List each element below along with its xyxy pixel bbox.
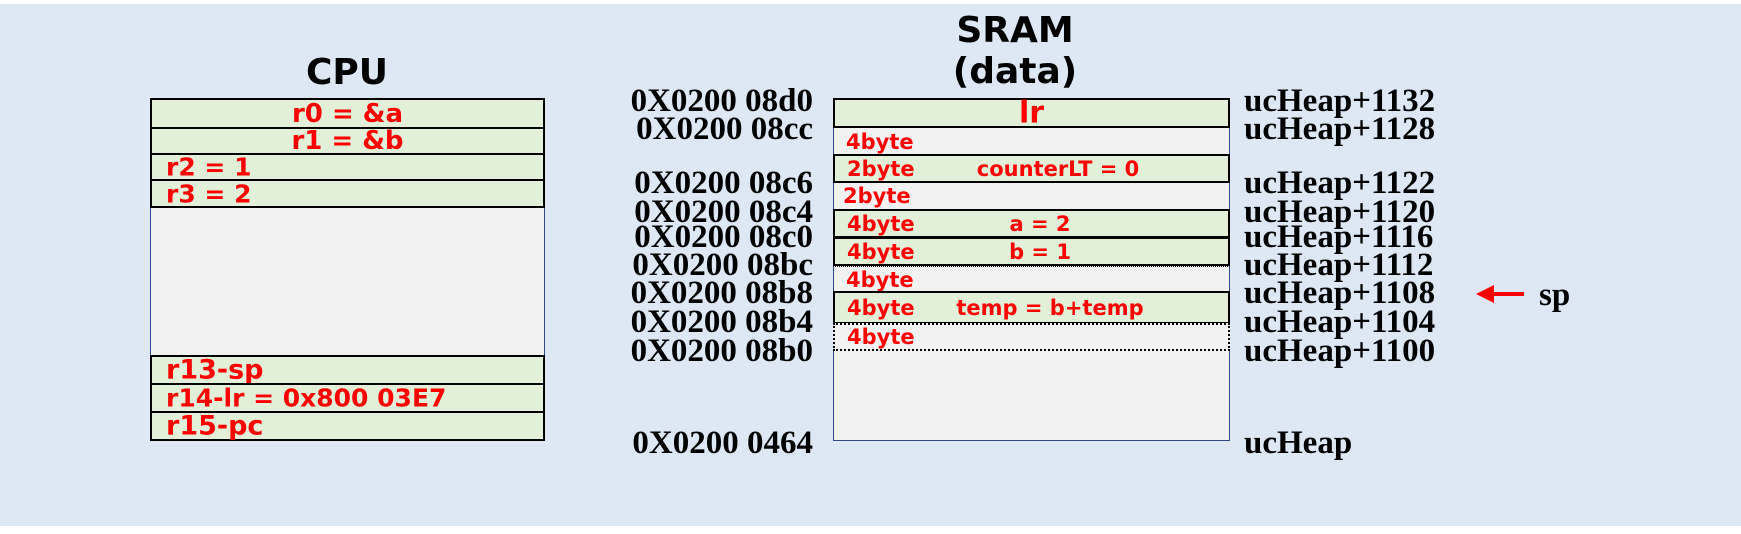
register-r2-text: r2 = 1 [166,152,252,182]
cpu-title: CPU [305,52,389,93]
sram-cell-size: 4byte [847,325,915,349]
register-r3: r3 = 2 [150,179,545,208]
sram-address: 0X0200 08bc [632,247,813,283]
register-r14-text: r14-lr = 0x800 03E7 [166,383,447,413]
diagram-canvas: CPU r0 = &a r1 = &b r2 = 1 r3 = 2 r13-sp… [0,4,1741,526]
sram-cell-lr-label: lr [1018,95,1045,131]
heap-offset-label: ucHeap+1112 [1244,247,1434,283]
stack-pointer-arrow-icon [1476,285,1524,303]
sram-cell-counterlt-label: counterLT = 0 [976,156,1140,181]
register-r14-lr: r14-lr = 0x800 03E7 [150,383,545,413]
heap-offset-label: ucHeap+1104 [1244,304,1436,340]
sram-address: 0X0200 08b4 [630,304,813,340]
sram-cell-size: 4byte [846,129,914,154]
sram-cell-size: 2byte [843,184,911,208]
sram-cell-empty: 4byte [833,266,1230,292]
sram-subtitle: (data) [952,51,1078,92]
sram-address: 0X0200 08c4 [634,194,813,230]
register-r1-text: r1 = &b [291,126,404,156]
register-r13-text: r13-sp [166,354,264,386]
register-r2: r2 = 1 [150,152,545,182]
sram-address: 0X0200 08b8 [630,275,813,311]
sram-address: 0X0200 08c0 [634,219,813,255]
sram-cell-size: 4byte [846,267,914,292]
stack-pointer-label: sp [1539,277,1571,313]
heap-offset-label: ucHeap+1108 [1244,275,1436,311]
sram-cell-a: 4byte a = 2 [833,209,1230,238]
register-r15-text: r15-pc [166,410,264,442]
sram-cell-empty: 2byte [833,183,1230,209]
sram-cell-counterlt: 2byte counterLT = 0 [833,154,1230,183]
sram-cell-size: 2byte [847,156,915,181]
sram-cell-size: 4byte [847,211,915,236]
heap-offset-label: ucHeap+1100 [1244,333,1436,369]
register-r3-text: r3 = 2 [166,179,252,208]
sram-cell-size: 4byte [847,239,915,264]
heap-offset-label: ucHeap [1244,425,1353,461]
sram-address: 0X0200 08cc [636,111,813,147]
sram-address: 0X0200 08b0 [630,333,813,369]
heap-offset-label: ucHeap+1128 [1244,111,1436,147]
sram-title: SRAM [956,10,1074,51]
sram-cell-empty-dotted: 4byte [833,323,1230,351]
heap-offset-label: ucHeap+1122 [1244,165,1436,201]
sram-cell-b-label: b = 1 [1009,239,1071,264]
sram-address: 0X0200 08d0 [630,83,813,119]
register-r13-sp: r13-sp [150,354,545,386]
sram-address: 0X0200 0464 [632,425,813,461]
sram-cell-a-label: a = 2 [1009,211,1071,236]
register-r0-text: r0 = &a [291,98,404,129]
register-r1: r1 = &b [150,126,545,156]
sram-address: 0X0200 08c6 [634,165,813,201]
sram-cell-temp-label: temp = b+temp [956,295,1144,320]
register-r15-pc: r15-pc [150,410,545,442]
sram-cell-b: 4byte b = 1 [833,237,1230,266]
sram-cell-size: 4byte [847,295,915,320]
sram-cell-temp: 4byte temp = b+temp [833,291,1230,324]
heap-offset-label: ucHeap+1116 [1244,219,1434,255]
register-r0: r0 = &a [150,98,545,129]
sram-cell-empty: 4byte [833,128,1230,155]
heap-offset-label: ucHeap+1132 [1244,83,1436,119]
sram-cell-lr: lr [833,95,1230,131]
heap-offset-label: ucHeap+1120 [1244,194,1436,230]
